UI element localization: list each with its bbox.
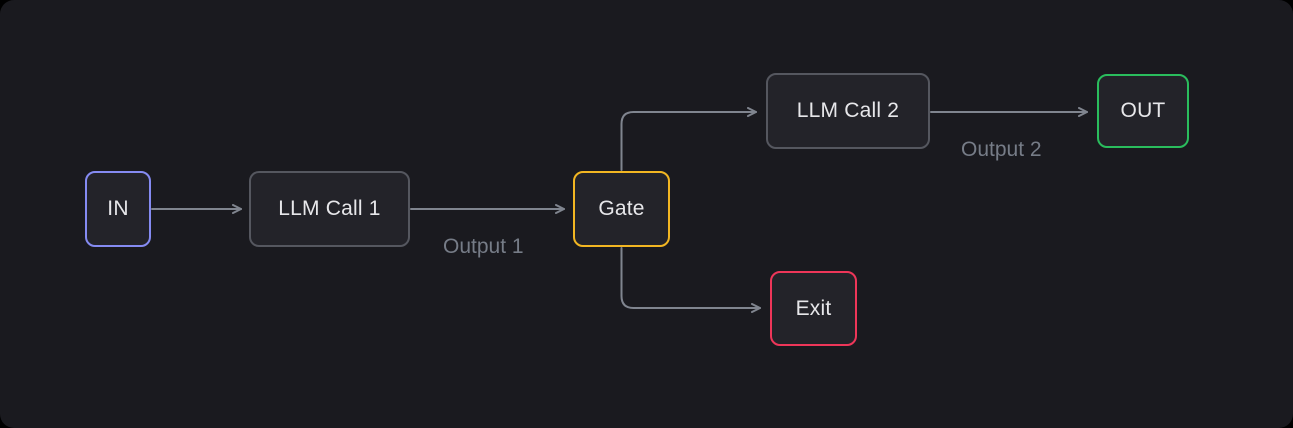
node-llm-call-1: LLM Call 1 — [249, 171, 410, 247]
node-out: OUT — [1097, 74, 1189, 148]
edge-gate-to-exit — [620, 247, 761, 313]
edge-gate-to-llm-call-2 — [620, 107, 757, 171]
node-gate: Gate — [573, 171, 670, 247]
node-llm-call-1-label: LLM Call 1 — [278, 197, 381, 220]
node-exit-label: Exit — [795, 296, 832, 320]
edge-label-output-2: Output 2 — [961, 138, 1042, 161]
node-out-label: OUT — [1120, 99, 1166, 122]
node-llm-call-2-label: LLM Call 2 — [796, 99, 900, 122]
node-exit: Exit — [770, 271, 857, 346]
edge-label-output-1: Output 1 — [443, 235, 524, 258]
node-in: IN — [85, 171, 151, 247]
node-gate-label: Gate — [598, 197, 645, 220]
node-llm-call-2: LLM Call 2 — [766, 73, 930, 149]
node-in-label: IN — [107, 197, 129, 220]
